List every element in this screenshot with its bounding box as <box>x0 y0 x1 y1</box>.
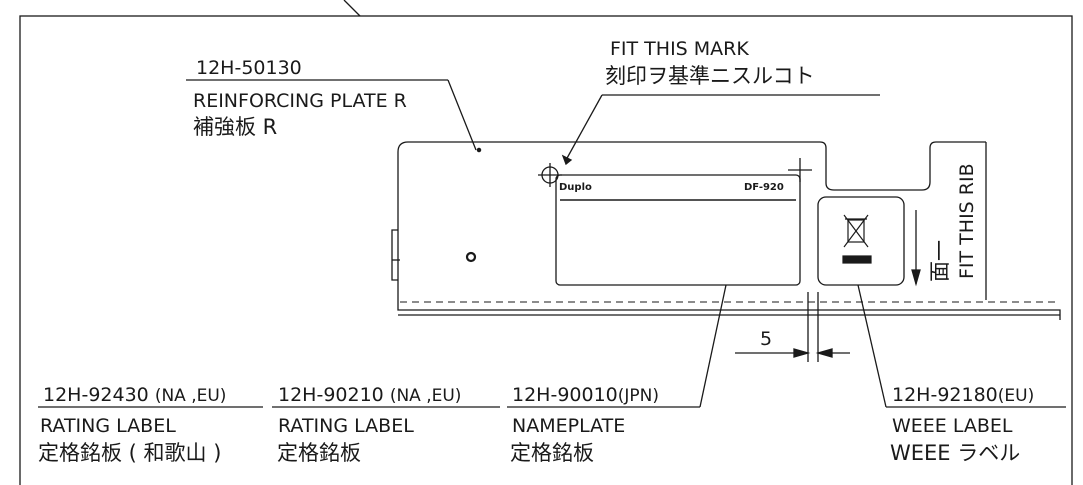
label-part-no: 12H-92180(EU) <box>892 384 1035 406</box>
top-leader <box>343 0 361 17</box>
fit-rib-label-en: FIT THIS RIB <box>956 163 978 279</box>
label-part-no: 12H-92430 (NA ,EU) <box>43 384 227 406</box>
fit-mark-label-jp: 刻印ヲ基準ニスルコト <box>605 64 815 88</box>
crossed-out-bin-icon <box>842 214 872 264</box>
label-en: RATING LABEL <box>40 415 176 437</box>
label-en: RATING LABEL <box>278 415 414 437</box>
mounting-hole <box>465 251 477 263</box>
fit-mark-label-en: FIT THIS MARK <box>610 38 749 60</box>
reinforcing-plate-label-jp: 補強板 R <box>193 115 278 139</box>
label-jp: 定格銘板 ( 和歌山 ) <box>38 441 222 465</box>
plate-outline <box>408 141 986 191</box>
reinforcing-plate-part-no: 12H-50130 <box>196 57 302 79</box>
label-jp: 定格銘板 <box>277 441 361 465</box>
label-en: WEEE LABEL <box>892 415 1013 437</box>
label-jp: WEEE ラベル <box>890 441 1021 465</box>
fit-rib-label-jp: 面一 <box>928 240 952 282</box>
label-en: NAMEPLATE <box>512 415 626 437</box>
label-part-no: 12H-90010(JPN) <box>512 384 660 406</box>
label-jp: 定格銘板 <box>510 441 594 465</box>
nameplate-body <box>555 174 801 286</box>
nameplate-model: DF-920 <box>744 182 784 193</box>
label-part-no: 12H-90210 (NA ,EU) <box>278 384 462 406</box>
nameplate-brand: Duplo <box>559 182 592 193</box>
drawing-frame <box>19 15 1073 485</box>
dimension-value: 5 <box>760 328 773 350</box>
reinforcing-plate-label-en: REINFORCING PLATE R <box>193 90 407 112</box>
weee-label-body <box>817 196 905 286</box>
